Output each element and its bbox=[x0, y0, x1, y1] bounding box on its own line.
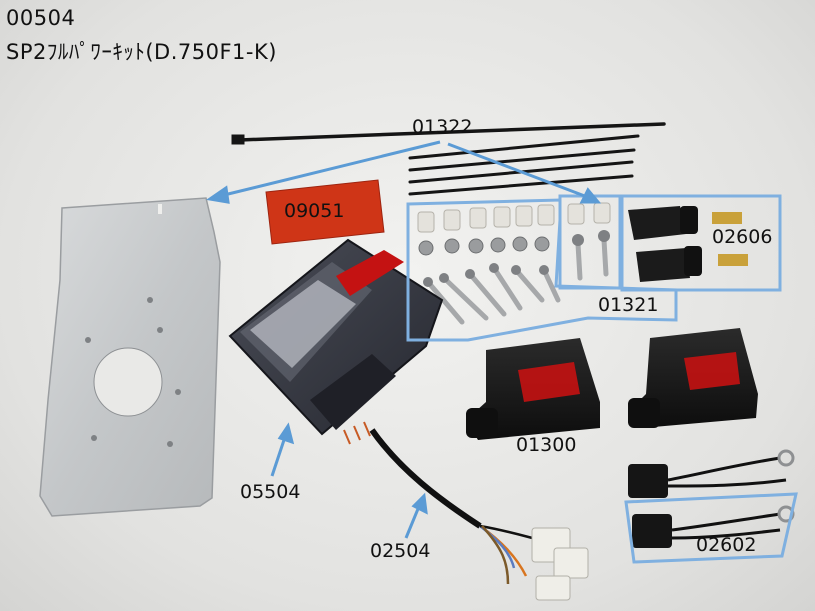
coil-adapter-box bbox=[624, 492, 798, 564]
wire-harness bbox=[369, 428, 589, 601]
callout-boxes bbox=[406, 194, 798, 564]
label-coil-adapter: 02602 bbox=[696, 534, 757, 556]
coil-adapters bbox=[628, 449, 795, 548]
control-unit bbox=[228, 238, 444, 445]
label-control-unit: 05504 bbox=[240, 481, 301, 503]
bolt-set bbox=[417, 202, 611, 325]
plug-caps-box bbox=[620, 194, 782, 292]
label-plug-caps: 02606 bbox=[712, 226, 773, 248]
product-code: 00504 bbox=[6, 6, 76, 30]
bracket-plate bbox=[39, 197, 221, 517]
plug-caps bbox=[628, 206, 748, 282]
ignition-coils bbox=[466, 328, 758, 440]
red-sticker bbox=[265, 179, 385, 245]
product-name: SP2ﾌﾙﾊﾟﾜｰｷｯﾄ(D.750F1-K) bbox=[6, 40, 277, 64]
label-cable-ties: 01322 bbox=[412, 116, 473, 138]
cable-ties bbox=[231, 122, 666, 196]
label-ignition-coils: 01300 bbox=[516, 434, 577, 456]
label-wire-harness: 02504 bbox=[370, 540, 431, 562]
label-bolt-set: 01321 bbox=[598, 294, 659, 316]
callout-pointers bbox=[206, 140, 602, 539]
label-bracket-plate: 09051 bbox=[284, 200, 345, 222]
